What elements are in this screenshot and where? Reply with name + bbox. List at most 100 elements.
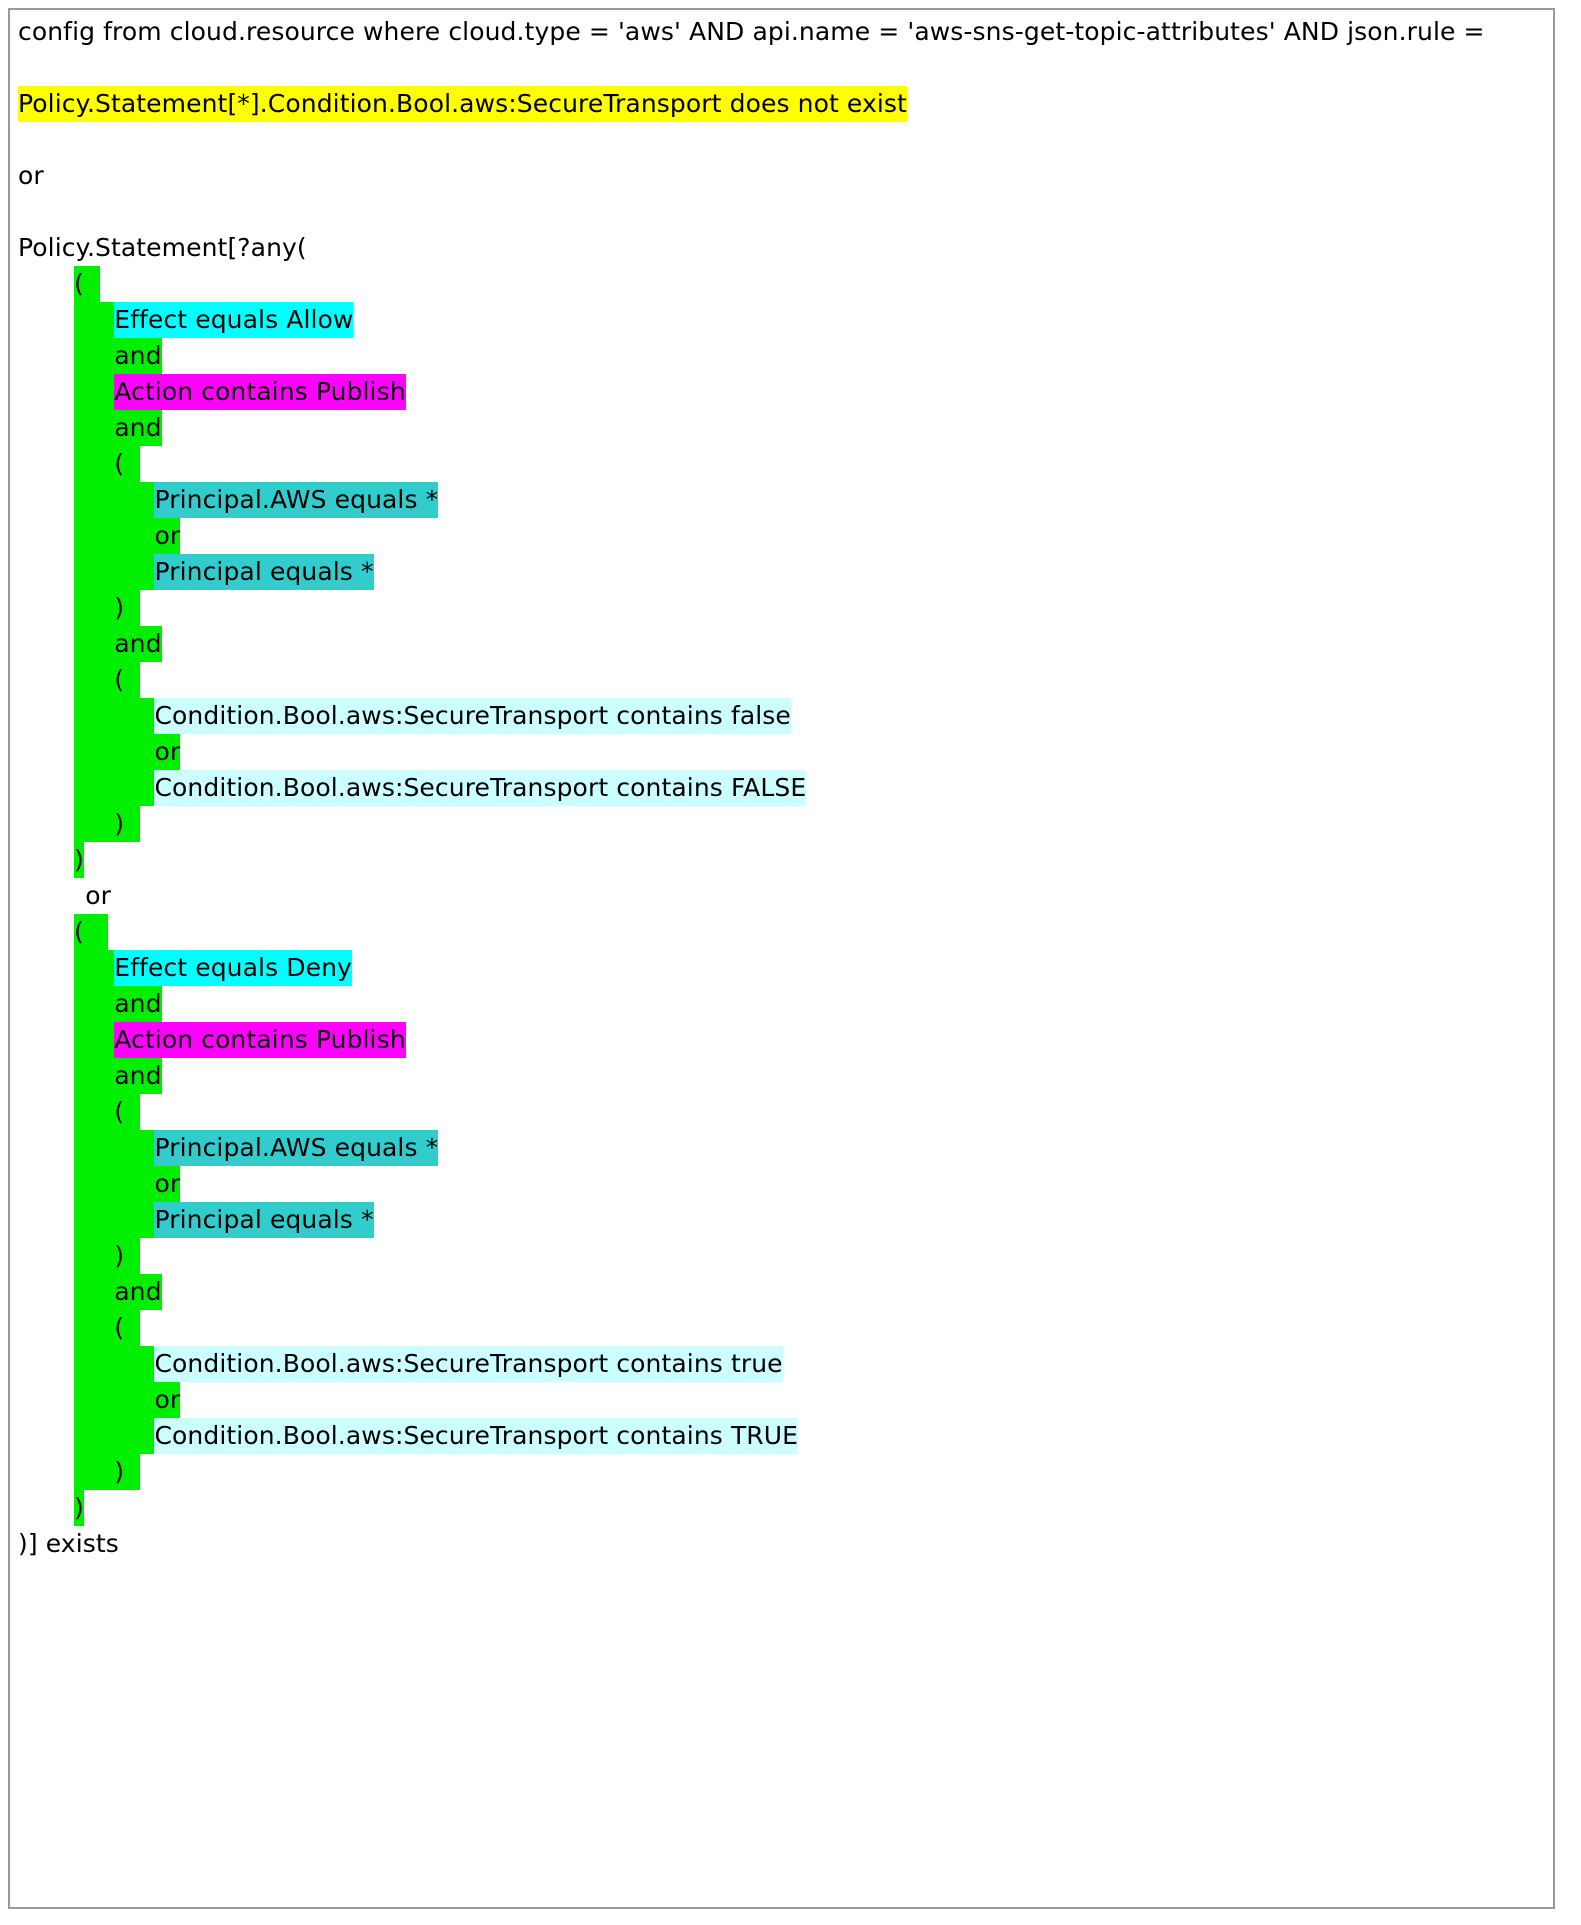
text-run-green: ) (74, 842, 84, 878)
text-run-green: and (114, 1274, 162, 1310)
text-run-green (74, 590, 115, 626)
text-run-green: ( (114, 1094, 125, 1130)
indent-spacer (18, 1382, 74, 1418)
indent-spacer (18, 1058, 74, 1094)
code-line-rule-clause-1: Policy.Statement[*].Condition.Bool.aws:S… (18, 86, 1553, 122)
text-run-green (74, 482, 155, 518)
indent-spacer (18, 1418, 74, 1454)
indent-spacer (18, 482, 74, 518)
indent-spacer (18, 518, 74, 554)
code-line-allow-condition-false: Condition.Bool.aws:SecureTransport conta… (18, 698, 1553, 734)
code-line-allow-condition-close-paren: ) (18, 806, 1553, 842)
indent-spacer (18, 626, 74, 662)
text-run-yellow: Policy.Statement[*].Condition.Bool.aws:S… (18, 86, 907, 122)
text-run-green: ) (74, 1490, 84, 1526)
indent-spacer (18, 698, 74, 734)
code-line-allow-effect: Effect equals Allow (18, 302, 1553, 338)
text-run-green (74, 1274, 115, 1310)
indent-spacer (18, 590, 74, 626)
text-run-green: or (154, 1166, 181, 1202)
text-run-green (74, 1346, 155, 1382)
indent-spacer (18, 914, 74, 950)
indent-spacer (18, 734, 74, 770)
text-run-green: or (154, 1382, 181, 1418)
indent-spacer (18, 554, 74, 590)
text-run-pale: Condition.Bool.aws:SecureTransport conta… (154, 1346, 783, 1382)
text-run-green: ( (114, 446, 125, 482)
text-run-green (74, 1238, 115, 1274)
code-line-allow-condition-or: or (18, 734, 1553, 770)
text-run-green (74, 626, 115, 662)
code-line-allow-and-2: and (18, 410, 1553, 446)
text-run-cyan: Effect equals Allow (114, 302, 354, 338)
code-line-deny-principal-aws: Principal.AWS equals * (18, 1130, 1553, 1166)
indent-spacer (18, 1166, 74, 1202)
text-run-none: Policy.Statement[?any( (18, 233, 307, 262)
text-run-green: and (114, 626, 162, 662)
code-line-query-header: config from cloud.resource where cloud.t… (18, 14, 1553, 50)
text-run-green: ) (114, 1238, 125, 1274)
text-run-green (74, 698, 155, 734)
code-line-deny-action: Action contains Publish (18, 1022, 1553, 1058)
indent-spacer (18, 878, 85, 914)
text-run-green: or (154, 734, 181, 770)
code-line-rule-clause-2-open: Policy.Statement[?any( (18, 230, 1553, 266)
code-line-allow-principal-close-paren: ) (18, 590, 1553, 626)
code-line-allow-principal-aws: Principal.AWS equals * (18, 482, 1553, 518)
indent-spacer (18, 842, 74, 878)
indent-spacer (18, 806, 74, 842)
text-run-green (124, 1094, 141, 1130)
text-run-teal: Principal.AWS equals * (154, 482, 439, 518)
text-run-green: and (114, 338, 162, 374)
indent-spacer (18, 770, 74, 806)
text-run-green (74, 1418, 155, 1454)
text-run-green (74, 662, 115, 698)
indent-spacer (18, 1454, 74, 1490)
text-run-green: ( (74, 266, 84, 302)
code-line-deny-condition-true: Condition.Bool.aws:SecureTransport conta… (18, 1346, 1553, 1382)
text-run-green: and (114, 986, 162, 1022)
code-line-allow-and-3: and (18, 626, 1553, 662)
text-run-green (74, 410, 115, 446)
text-run-pale: Condition.Bool.aws:SecureTransport conta… (154, 770, 807, 806)
text-run-green (83, 266, 100, 302)
text-run-green (74, 1166, 155, 1202)
code-line-deny-block-open-paren: ( (18, 914, 1553, 950)
query-text-body: config from cloud.resource where cloud.t… (18, 14, 1553, 1562)
text-run-magenta: Action contains Publish (114, 374, 406, 410)
text-run-teal: Principal equals * (154, 554, 374, 590)
text-run-teal: Principal equals * (154, 1202, 374, 1238)
code-line-deny-principal-open-paren: ( (18, 1094, 1553, 1130)
code-line-deny-condition-open-paren: ( (18, 1310, 1553, 1346)
document-page: config from cloud.resource where cloud.t… (8, 8, 1555, 1909)
text-run-green: ) (114, 590, 125, 626)
text-run-teal: Principal.AWS equals * (154, 1130, 439, 1166)
code-line-allow-principal-open-paren: ( (18, 446, 1553, 482)
indent-spacer (18, 1274, 74, 1310)
text-run-green (74, 1382, 155, 1418)
text-run-none: )] exists (18, 1529, 119, 1558)
code-line-deny-condition-TRUE: Condition.Bool.aws:SecureTransport conta… (18, 1418, 1553, 1454)
text-run-green (124, 1454, 141, 1490)
indent-spacer (18, 374, 74, 410)
text-run-green (124, 662, 141, 698)
indent-spacer (18, 338, 74, 374)
text-run-green (74, 1310, 115, 1346)
blank-line (18, 50, 1553, 86)
code-line-allow-action: Action contains Publish (18, 374, 1553, 410)
text-run-green (74, 374, 115, 410)
indent-spacer (18, 1130, 74, 1166)
text-run-green (74, 986, 115, 1022)
text-run-green (74, 338, 115, 374)
text-run-green (74, 302, 115, 338)
code-line-deny-condition-close-paren: ) (18, 1454, 1553, 1490)
code-line-allow-condition-open-paren: ( (18, 662, 1553, 698)
text-run-cyan: Effect equals Deny (114, 950, 352, 986)
code-line-deny-and-1: and (18, 986, 1553, 1022)
text-run-green (74, 734, 155, 770)
text-run-pale: Condition.Bool.aws:SecureTransport conta… (154, 1418, 799, 1454)
text-run-magenta: Action contains Publish (114, 1022, 406, 1058)
blank-line (18, 194, 1553, 230)
indent-spacer (18, 986, 74, 1022)
text-run-green: ) (114, 806, 125, 842)
